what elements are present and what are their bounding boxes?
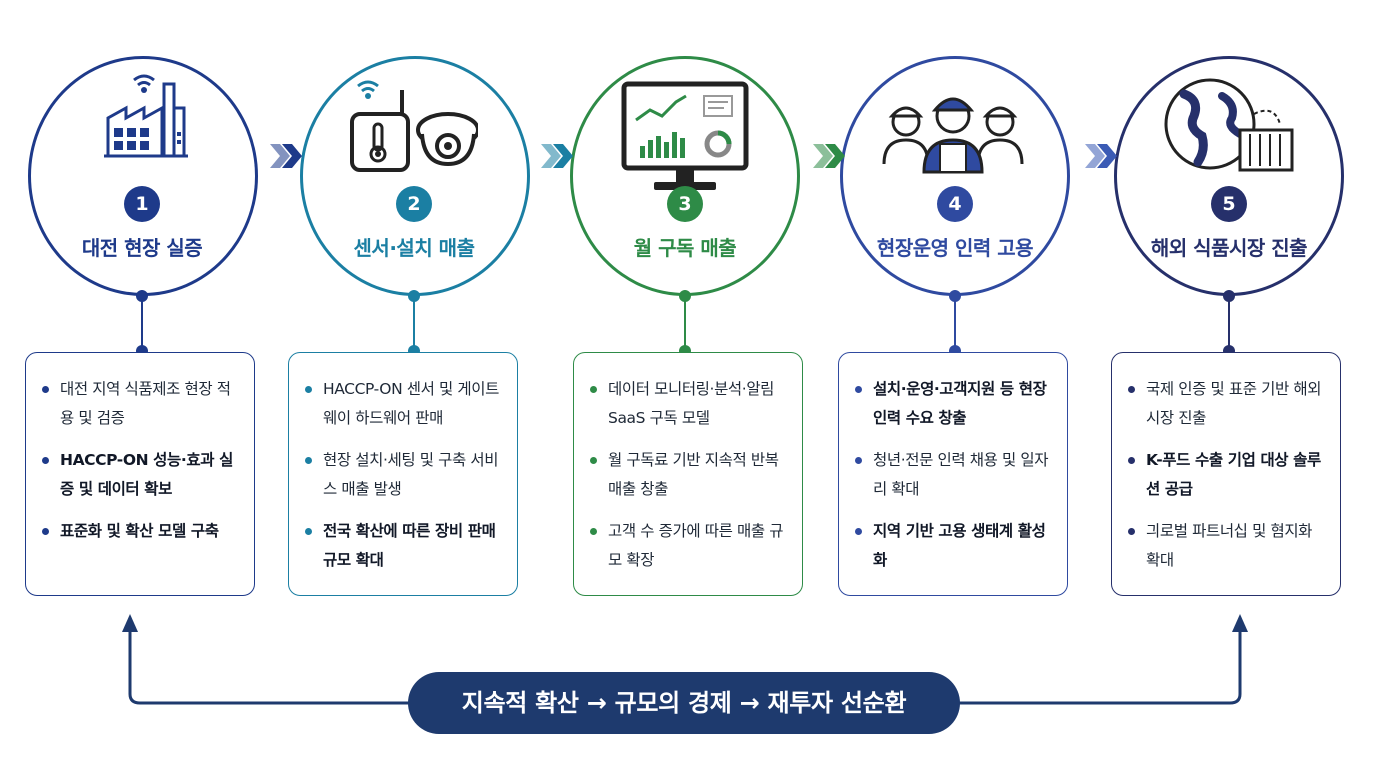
step-connector-3 — [684, 296, 686, 350]
bullet-item: 현장 설치·세팅 및 구축 서비스 매출 발생 — [303, 446, 503, 504]
bullet-text: 고객 수 증가에 따른 매출 규모 확장 — [608, 522, 784, 569]
connector-dot — [949, 290, 961, 302]
bullet-text: 표준화 및 확산 모델 구축 — [60, 522, 219, 540]
bullet-text: 긔로벌 파트너십 및 혐지화 확대 — [1146, 522, 1313, 569]
bullet-item: 월 구독료 기반 지속적 반복 매출 창출 — [588, 446, 788, 504]
connector-dot — [408, 290, 420, 302]
bullet-dot-icon — [855, 386, 862, 393]
bullet-item: 전국 확산에 따른 장비 판매 규모 확대 — [303, 517, 503, 575]
bullet-item: K-푸드 수출 기업 대상 솔루션 공급 — [1126, 446, 1326, 504]
bullet-text: HACCP-ON 성능·효과 실증 및 데이터 확보 — [60, 451, 233, 498]
step-connector-4 — [954, 296, 956, 350]
bullet-item: HACCP-ON 성능·효과 실증 및 데이터 확보 — [40, 446, 240, 504]
bullet-text: K-푸드 수출 기업 대상 솔루션 공급 — [1146, 451, 1321, 498]
step-number-2: 2 — [396, 186, 432, 222]
step-title-2: 센서·설치 매출 — [353, 236, 475, 260]
bullet-item: 청년·전문 인력 채용 및 일자리 확대 — [853, 446, 1053, 504]
bullet-item: 지역 기반 고용 생태계 활성화 — [853, 517, 1053, 575]
step-number-1: 1 — [124, 186, 160, 222]
connector-dot — [679, 290, 691, 302]
workers-icon — [878, 86, 1028, 176]
step-title-1: 대전 현장 실증 — [81, 236, 203, 260]
chevron-right-icon — [813, 140, 847, 172]
factory-wifi-icon — [98, 68, 198, 168]
bullet-dot-icon — [1128, 528, 1135, 535]
bullet-dot-icon — [305, 457, 312, 464]
step-detail-box-1: 대전 지역 식품제조 현장 적용 및 검증 HACCP-ON 성능·효과 실증 및… — [25, 352, 255, 596]
step-title-3: 월 구독 매출 — [633, 236, 737, 260]
step-number-5: 5 — [1211, 186, 1247, 222]
loop-left-arrowhead — [122, 614, 138, 632]
bullet-item: 표준화 및 확산 모델 구축 — [40, 517, 240, 546]
bullet-dot-icon — [42, 386, 49, 393]
bullet-text: 지역 기반 고용 생태계 활성화 — [873, 522, 1046, 569]
bullet-item: 대전 지역 식품제조 현장 적용 및 검증 — [40, 375, 240, 433]
sensor-camera-icon — [338, 72, 478, 182]
chevron-right-icon — [1085, 140, 1119, 172]
connector-dot — [1223, 290, 1235, 302]
bullet-text: 데이터 모니터링·분석·알림 SaaS 구독 모델 — [608, 380, 775, 427]
step-connector-5 — [1228, 296, 1230, 350]
bullet-item: 고객 수 증가에 따른 매출 규모 확장 — [588, 517, 788, 575]
bullet-dot-icon — [42, 457, 49, 464]
step-title-4: 현장운영 인력 고용 — [876, 236, 1034, 260]
loop-left-line — [128, 630, 410, 705]
step-number-4: 4 — [937, 186, 973, 222]
bullet-dot-icon — [855, 457, 862, 464]
step-circle-4 — [840, 56, 1070, 296]
step-circle-2 — [300, 56, 530, 296]
bullet-dot-icon — [305, 528, 312, 535]
bullet-dot-icon — [42, 528, 49, 535]
connector-dot — [136, 290, 148, 302]
step-circle-1 — [28, 56, 258, 296]
bullet-text: 국제 인증 및 표준 기반 해외 시장 진출 — [1146, 380, 1322, 427]
bullet-item: HACCP-ON 센서 및 게이트웨이 하드웨어 판매 — [303, 375, 503, 433]
bullet-item: 국제 인증 및 표준 기반 해외 시장 진출 — [1126, 375, 1326, 433]
bullet-text: 월 구독료 기반 지속적 반복 매출 창출 — [608, 451, 779, 498]
chevron-right-icon — [270, 140, 304, 172]
bullet-dot-icon — [305, 386, 312, 393]
bullet-dot-icon — [590, 457, 597, 464]
loop-right-line — [958, 630, 1242, 705]
bullet-dot-icon — [590, 528, 597, 535]
loop-right-arrowhead — [1232, 614, 1248, 632]
step-circle-5 — [1114, 56, 1344, 296]
step-connector-1 — [141, 296, 143, 350]
bullet-text: 청년·전문 인력 채용 및 일자리 확대 — [873, 451, 1049, 498]
bullet-text: 대전 지역 식품제조 현장 적용 및 검증 — [60, 380, 231, 427]
step-connector-2 — [413, 296, 415, 350]
loop-banner: 지속적 확산 → 규모의 경제 → 재투자 선순환 — [408, 672, 960, 734]
step-title-5: 해외 식품시장 진출 — [1150, 236, 1308, 260]
step-number-3: 3 — [667, 186, 703, 222]
bullet-text: HACCP-ON 센서 및 게이트웨이 하드웨어 판매 — [323, 380, 499, 427]
bullet-item: 긔로벌 파트너십 및 혐지화 확대 — [1126, 517, 1326, 575]
monitor-dashboard-icon — [620, 80, 750, 195]
step-detail-box-5: 국제 인증 및 표준 기반 해외 시장 진출 K-푸드 수출 기업 대상 솔루션 … — [1111, 352, 1341, 596]
bullet-dot-icon — [1128, 457, 1135, 464]
bullet-text: 현장 설치·세팅 및 구축 서비스 매출 발생 — [323, 451, 499, 498]
bullet-dot-icon — [1128, 386, 1135, 393]
bullet-dot-icon — [855, 528, 862, 535]
bullet-item: 데이터 모니터링·분석·알림 SaaS 구독 모델 — [588, 375, 788, 433]
bullet-item: 설치·운영·고객지원 등 현장 인력 수요 창출 — [853, 375, 1053, 433]
bullet-text: 전국 확산에 따른 장비 판매 규모 확대 — [323, 522, 496, 569]
bullet-text: 설치·운영·고객지원 등 현장 인력 수요 창출 — [873, 380, 1047, 427]
chevron-right-icon — [541, 140, 575, 172]
globe-container-icon — [1160, 74, 1300, 184]
bullet-dot-icon — [590, 386, 597, 393]
